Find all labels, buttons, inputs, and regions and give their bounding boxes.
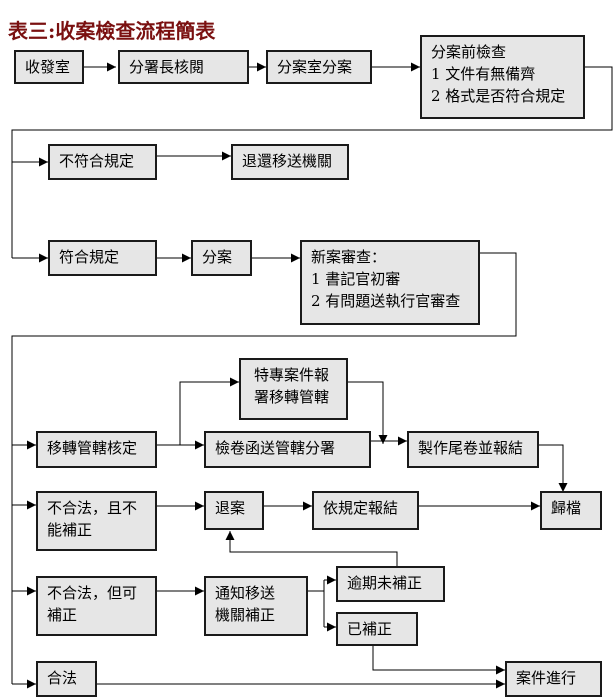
node-label: 退案	[215, 499, 246, 517]
node-label: 通知移送	[215, 584, 276, 602]
line-precheck-loop	[11, 66, 613, 258]
node-distribute: 分案室分案	[266, 50, 372, 84]
node-receive: 收發室	[14, 50, 84, 84]
node-label: 移轉管轄核定	[47, 439, 138, 457]
node-label: 合法	[47, 669, 78, 687]
node-review: 分署長核閱	[118, 50, 249, 84]
node-label: 符合規定	[59, 248, 120, 266]
node-closing-report: 製作尾卷並報結	[407, 431, 539, 468]
node-return-agency: 退還移送機關	[231, 144, 349, 180]
node-label: 分案	[202, 248, 233, 266]
node-in-progress: 案件進行	[505, 661, 602, 697]
node-label: 製作尾卷並報結	[418, 439, 524, 457]
node-label: 特專案件報	[254, 366, 330, 384]
node-label: 不合法，且不	[47, 499, 138, 517]
node-close-by-rule: 依規定報結	[312, 491, 419, 530]
node-illegal-no-fix: 不合法，且不 能補正	[36, 491, 157, 551]
node-label: 能補正	[47, 521, 93, 539]
arrow-overdue-reject	[225, 531, 398, 566]
node-fixed: 已補正	[336, 612, 418, 646]
node-label: 逾期未補正	[347, 574, 423, 592]
arrow-transfer-special	[170, 377, 239, 446]
node-send-file: 檢卷函送管轄分署	[204, 431, 371, 468]
node-label: 分署長核閱	[129, 58, 205, 76]
arrow-special-closing	[348, 381, 388, 444]
node-notify-agency: 通知移送 機關補正	[204, 576, 308, 636]
node-non-compliant: 不符合規定	[48, 144, 157, 180]
node-label: 案件進行	[516, 669, 577, 687]
page-title: 表三:收案檢查流程簡表	[8, 19, 216, 43]
node-item: 1 文件有無備齊	[431, 65, 536, 83]
node-archive: 歸檔	[540, 491, 602, 530]
node-item: 2 有問題送執行官審查	[311, 292, 461, 310]
line-newreview-loop	[11, 252, 517, 684]
node-label: 已補正	[347, 620, 393, 638]
node-label: 機關補正	[215, 606, 276, 624]
node-assign: 分案	[191, 240, 252, 276]
node-label: 檢卷函送管轄分署	[215, 439, 336, 457]
node-label: 退還移送機關	[242, 152, 333, 170]
node-pre-check: 分案前檢查 1 文件有無備齊 2 格式是否符合規定	[420, 35, 585, 119]
node-label: 歸檔	[551, 499, 582, 517]
node-heading: 新案審查：	[311, 248, 387, 266]
node-compliant: 符合規定	[48, 240, 157, 276]
node-label: 署移轉管轄	[254, 388, 330, 406]
node-special-case: 特專案件報 署移轉管轄	[239, 358, 348, 420]
node-illegal-fixable: 不合法，但可 補正	[36, 576, 157, 636]
node-item: 2 格式是否符合規定	[431, 87, 566, 105]
node-item: 1 書記官初審	[311, 270, 401, 288]
node-label: 收發室	[25, 58, 71, 76]
node-label: 分案室分案	[277, 58, 353, 76]
node-new-case-review: 新案審查： 1 書記官初審 2 有問題送執行官審查	[300, 240, 480, 325]
node-reject: 退案	[204, 491, 264, 530]
node-label: 補正	[47, 606, 78, 624]
arrow-closing-archive	[539, 444, 568, 492]
node-transfer-check: 移轉管轄核定	[36, 431, 157, 468]
node-label: 依規定報結	[323, 499, 399, 517]
arrow-fixed-progress	[372, 646, 505, 675]
node-heading: 分案前檢查	[431, 43, 507, 61]
node-overdue: 逾期未補正	[336, 566, 445, 602]
node-label: 不合法，但可	[47, 584, 138, 602]
node-legal: 合法	[36, 661, 97, 697]
node-label: 不符合規定	[59, 152, 135, 170]
